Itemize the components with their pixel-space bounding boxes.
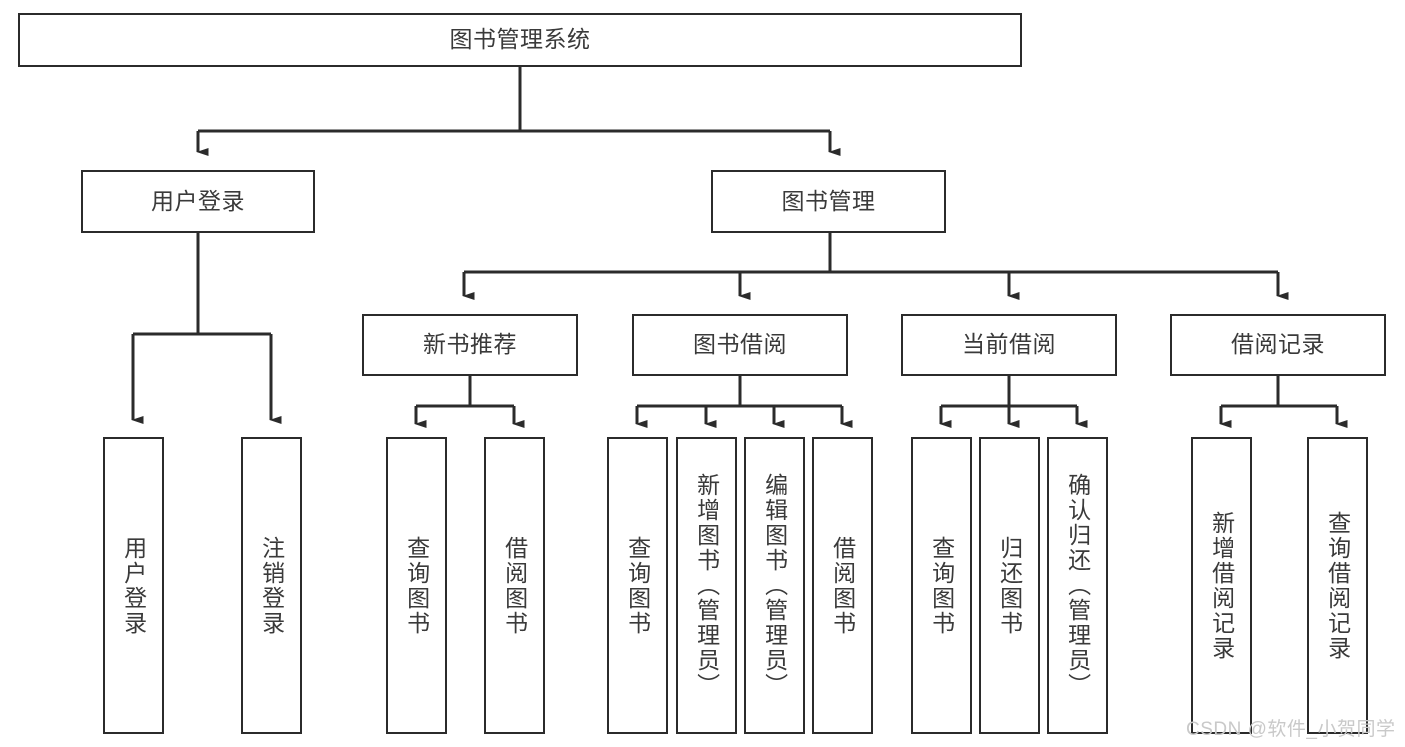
leaf-user-login[interactable]: 用户登录: [103, 437, 164, 734]
node-user-login[interactable]: 用户登录: [81, 170, 315, 233]
leaf-edit-book-label: 编辑图书（管理员）: [761, 473, 788, 698]
node-root[interactable]: 图书管理系统: [18, 13, 1022, 67]
leaf-query-book-3[interactable]: 查询图书: [911, 437, 972, 734]
leaf-query-record-label: 查询借阅记录: [1324, 510, 1351, 661]
leaf-borrow-book-1-label: 借阅图书: [501, 535, 528, 636]
node-user-login-label: 用户登录: [151, 187, 245, 214]
leaf-edit-book[interactable]: 编辑图书（管理员）: [744, 437, 805, 734]
leaf-add-record[interactable]: 新增借阅记录: [1191, 437, 1252, 734]
node-current-borrow[interactable]: 当前借阅: [901, 314, 1117, 376]
leaf-user-login-label: 用户登录: [120, 535, 147, 636]
node-new-book-recommend[interactable]: 新书推荐: [362, 314, 578, 376]
leaf-query-book-2[interactable]: 查询图书: [607, 437, 668, 734]
leaf-return-book-label: 归还图书: [996, 535, 1023, 636]
leaf-confirm-return[interactable]: 确认归还（管理员）: [1047, 437, 1108, 734]
node-book-management[interactable]: 图书管理: [711, 170, 946, 233]
node-book-borrow-label: 图书借阅: [693, 331, 787, 358]
leaf-logout[interactable]: 注销登录: [241, 437, 302, 734]
node-current-borrow-label: 当前借阅: [962, 331, 1056, 358]
node-borrow-record[interactable]: 借阅记录: [1170, 314, 1386, 376]
leaf-query-book-3-label: 查询图书: [928, 535, 955, 636]
leaf-borrow-book-2[interactable]: 借阅图书: [812, 437, 873, 734]
node-new-book-recommend-label: 新书推荐: [423, 331, 517, 358]
leaf-add-record-label: 新增借阅记录: [1208, 510, 1235, 661]
leaf-logout-label: 注销登录: [258, 535, 285, 636]
leaf-query-book-1[interactable]: 查询图书: [386, 437, 447, 734]
leaf-query-book-1-label: 查询图书: [403, 535, 430, 636]
leaf-borrow-book-1[interactable]: 借阅图书: [484, 437, 545, 734]
leaf-confirm-return-label: 确认归还（管理员）: [1064, 473, 1091, 698]
leaf-borrow-book-2-label: 借阅图书: [829, 535, 856, 636]
node-borrow-record-label: 借阅记录: [1231, 331, 1325, 358]
leaf-query-book-2-label: 查询图书: [624, 535, 651, 636]
leaf-add-book[interactable]: 新增图书（管理员）: [676, 437, 737, 734]
node-book-borrow[interactable]: 图书借阅: [632, 314, 848, 376]
node-book-management-label: 图书管理: [781, 187, 876, 214]
leaf-add-book-label: 新增图书（管理员）: [693, 473, 720, 698]
leaf-query-record[interactable]: 查询借阅记录: [1307, 437, 1368, 734]
node-root-label: 图书管理系统: [449, 26, 591, 53]
leaf-return-book[interactable]: 归还图书: [979, 437, 1040, 734]
